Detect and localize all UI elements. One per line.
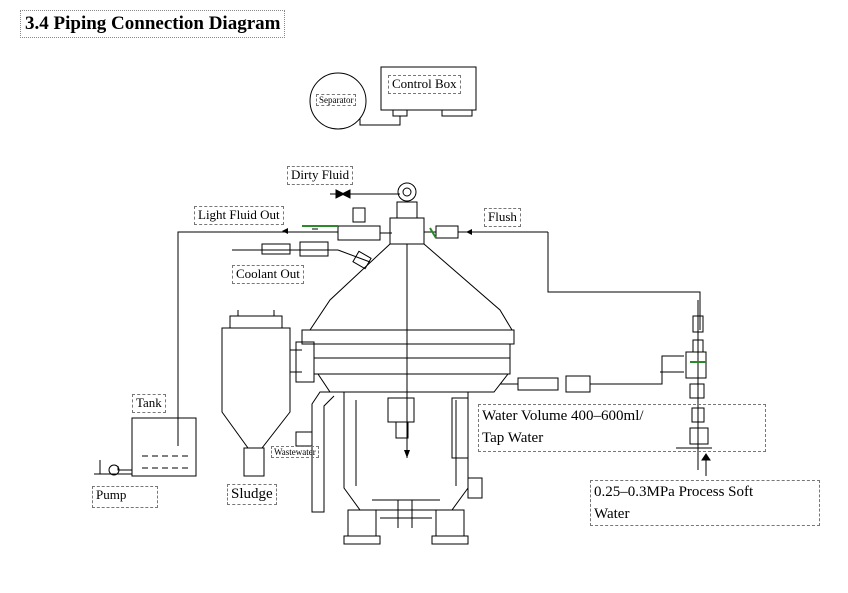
tank-body — [131, 417, 197, 477]
inlet-eye — [397, 182, 417, 202]
frame-side-port — [467, 477, 483, 499]
cyclone-lid — [229, 315, 283, 329]
flush-pipe — [547, 232, 701, 330]
inlet-connector — [396, 201, 418, 219]
cyclone-body — [221, 327, 291, 449]
process-water-line-2: Water — [594, 505, 630, 522]
flush-label: Flush — [484, 208, 521, 227]
flush-valve — [435, 225, 459, 239]
pump-line — [117, 466, 132, 471]
bowl-lower — [317, 373, 510, 393]
water-volume-line-2: Tap Water — [482, 429, 544, 446]
frame-drain-box — [387, 397, 415, 423]
water-volume-label: Water Volume 400–600ml/ Tap Water — [478, 404, 766, 452]
pump-symbol — [108, 464, 120, 476]
control-box-cable — [359, 116, 401, 126]
foot-left — [347, 509, 377, 537]
gauge-body — [352, 207, 366, 223]
wastewater-pipe — [311, 391, 335, 513]
process-water-line-1: 0.25–0.3MPa Process Soft — [594, 484, 754, 500]
separator-cone — [309, 243, 513, 331]
pump-label: Pump — [92, 486, 158, 508]
inlet-housing — [389, 217, 425, 245]
wastewater-label: Wastewater — [271, 446, 319, 459]
separator-label: Separator — [316, 94, 357, 107]
control-box-terminal-left — [392, 109, 408, 117]
outlet-valve-block — [337, 225, 381, 241]
sludge-outlet — [243, 447, 265, 477]
bowl-upper — [301, 329, 515, 345]
water-volume-valve — [517, 377, 559, 391]
light-fluid-out-label: Light Fluid Out — [194, 206, 284, 225]
tank-label: Tank — [132, 394, 166, 413]
coolant-out-label: Coolant Out — [232, 265, 304, 284]
bowl-middle — [313, 343, 511, 375]
control-box-label: Control Box — [388, 75, 461, 94]
frame-body — [343, 392, 469, 511]
control-box-enclosure — [380, 66, 477, 111]
water-volume-pipe — [590, 355, 684, 385]
page-title: 3.4 Piping Connection Diagram — [20, 10, 286, 38]
coolant-valve — [261, 243, 291, 255]
dirty-fluid-label: Dirty Fluid — [287, 166, 354, 185]
sludge-label: Sludge — [227, 484, 277, 506]
process-water-label: 0.25–0.3MPa Process Soft Water — [590, 480, 820, 526]
foot-right — [435, 509, 465, 537]
separator-circle — [309, 72, 367, 130]
control-box-terminal-right — [441, 109, 473, 117]
water-volume-line-1: Water Volume 400–600ml/ — [482, 408, 644, 424]
